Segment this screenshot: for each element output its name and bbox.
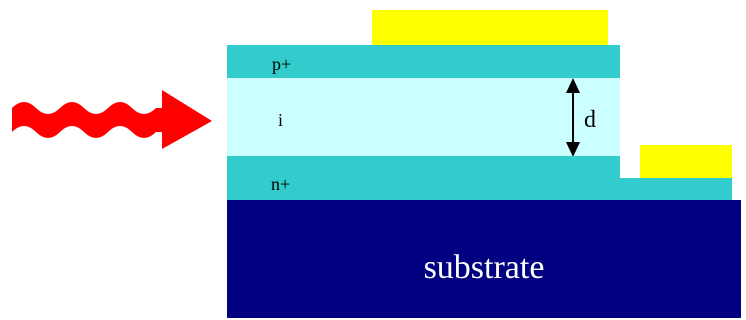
- substrate-label: substrate: [424, 249, 545, 286]
- thickness-label: d: [584, 107, 596, 133]
- p-plus-layer: [227, 45, 620, 78]
- top-contact: [372, 10, 608, 46]
- n-plus-label: n+: [271, 174, 290, 194]
- bottom-contact: [640, 145, 732, 178]
- intrinsic-layer: [227, 78, 620, 156]
- p-plus-label: p+: [272, 54, 291, 74]
- n-plus-layer: [227, 156, 732, 200]
- wavy-arrow-icon: [12, 90, 212, 149]
- double-arrow-icon: [566, 78, 580, 157]
- intrinsic-label: i: [278, 110, 283, 130]
- substrate-layer: [227, 200, 741, 318]
